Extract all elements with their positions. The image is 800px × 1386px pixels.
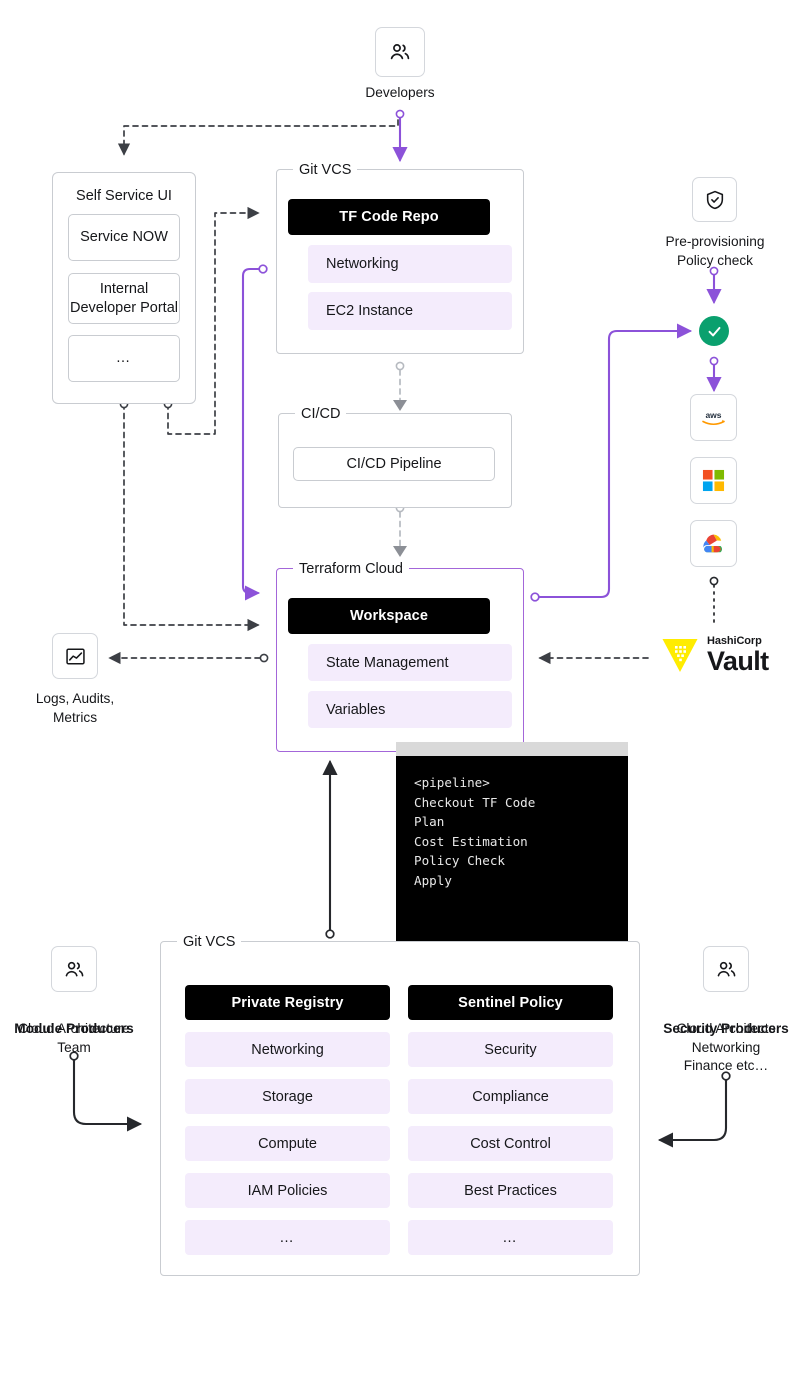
git-vcs-top-title: Git VCS (293, 161, 358, 179)
security-producers-label: Security Producers (650, 1001, 800, 1038)
google-cloud-tile (690, 520, 737, 567)
policy-check-tile[interactable] (692, 177, 737, 222)
observability-tile[interactable] (52, 633, 98, 679)
google-cloud-icon (702, 534, 723, 553)
vault-brand-label: HashiCorp (707, 634, 762, 647)
git-vcs-top-item-networking[interactable]: Networking (308, 245, 512, 283)
self-service-item-service-now[interactable]: Service NOW (68, 214, 180, 261)
users-icon (65, 961, 83, 976)
cicd-pipeline-item[interactable]: CI/CD Pipeline (293, 447, 495, 481)
self-service-ui-title: Self Service UI (76, 188, 172, 204)
shield-check-icon (706, 190, 723, 209)
item-label: Security (484, 1041, 537, 1058)
sentinel-policy-item-more[interactable]: … (408, 1220, 613, 1255)
aws-tile: aws (690, 394, 737, 441)
item-label: Compute (258, 1135, 317, 1152)
item-label: … (502, 1229, 519, 1246)
label-bold: Security Producers (663, 1020, 789, 1036)
item-label: Storage (262, 1088, 313, 1105)
module-producers-tile[interactable] (51, 946, 97, 992)
hashicorp-vault-icon (662, 639, 698, 672)
developers-label: Developers (365, 85, 435, 100)
vault-product-label: Vault (707, 645, 769, 676)
item-label: EC2 Instance (326, 303, 414, 319)
header-label: Private Registry (231, 994, 344, 1011)
sentinel-policy-item-compliance[interactable]: Compliance (408, 1079, 613, 1114)
tf-code-repo-header[interactable]: TF Code Repo (288, 199, 490, 235)
aws-icon: aws (702, 410, 725, 425)
module-producers-sublabel: Cloud Architecture Team (18, 1021, 130, 1055)
item-label: … (279, 1229, 296, 1246)
sentinel-policy-item-best-practices[interactable]: Best Practices (408, 1173, 613, 1208)
git-vcs-top-item-ec2-instance[interactable]: EC2 Instance (308, 292, 512, 330)
users-icon (390, 44, 410, 60)
svg-text:aws: aws (705, 410, 721, 420)
label-bold: Module Producers (14, 1020, 134, 1036)
microsoft-azure-icon (702, 469, 725, 492)
private-registry-header[interactable]: Private Registry (185, 985, 390, 1020)
item-label: Networking (326, 256, 399, 272)
item-label: IAM Policies (247, 1182, 328, 1199)
terraform-cloud-item-variables[interactable]: Variables (308, 691, 512, 728)
private-registry-item-networking[interactable]: Networking (185, 1032, 390, 1067)
module-producers-label: Module Producers (0, 1001, 150, 1038)
private-registry-item-storage[interactable]: Storage (185, 1079, 390, 1114)
item-label: Internal Developer Portal (70, 280, 178, 316)
provision-success-icon (699, 316, 729, 346)
git-vcs-bottom-title: Git VCS (177, 933, 242, 951)
self-service-item-internal-developer-portal[interactable]: Internal Developer Portal (68, 273, 180, 324)
security-producers-sublabel: Cloud Architects Networking Finance etc… (676, 1021, 776, 1073)
sentinel-policy-item-security[interactable]: Security (408, 1032, 613, 1067)
item-label: Best Practices (464, 1182, 557, 1199)
header-label: Sentinel Policy (458, 994, 563, 1011)
cicd-title: CI/CD (295, 405, 347, 423)
sentinel-policy-item-cost-control[interactable]: Cost Control (408, 1126, 613, 1161)
private-registry-item-more[interactable]: … (185, 1220, 390, 1255)
private-registry-item-iam-policies[interactable]: IAM Policies (185, 1173, 390, 1208)
item-label: Networking (251, 1041, 324, 1058)
self-service-item-more[interactable]: … (68, 335, 180, 382)
header-label: TF Code Repo (339, 209, 439, 225)
security-producers-tile[interactable] (703, 946, 749, 992)
chart-line-icon (65, 647, 85, 665)
pipeline-terminal: <pipeline> Checkout TF Code Plan Cost Es… (396, 742, 628, 941)
item-label: Service NOW (80, 229, 168, 245)
header-label: Workspace (349, 608, 428, 624)
item-label: … (115, 350, 133, 366)
hashicorp-vault-logo: HashiCorp Vault (659, 634, 769, 676)
observability-caption: Logs, Audits, Metrics (35, 691, 115, 725)
workspace-header[interactable]: Workspace (288, 598, 490, 634)
green-check-icon (708, 326, 720, 336)
developers-tile[interactable] (375, 27, 425, 77)
terraform-cloud-title: Terraform Cloud (293, 560, 409, 578)
item-label: Cost Control (470, 1135, 551, 1152)
sentinel-policy-header[interactable]: Sentinel Policy (408, 985, 613, 1020)
item-label: Variables (326, 701, 386, 718)
private-registry-item-compute[interactable]: Compute (185, 1126, 390, 1161)
microsoft-azure-tile (690, 457, 737, 504)
terraform-cloud-item-state-management[interactable]: State Management (308, 644, 512, 681)
item-label: State Management (326, 654, 449, 671)
policy-check-caption: Pre-provisioning Policy check (665, 234, 765, 268)
terminal-title-bar (396, 742, 628, 756)
users-icon (717, 961, 735, 976)
terminal-output: <pipeline> Checkout TF Code Plan Cost Es… (396, 756, 628, 941)
item-label: Compliance (472, 1088, 549, 1105)
item-label: CI/CD Pipeline (346, 455, 442, 472)
